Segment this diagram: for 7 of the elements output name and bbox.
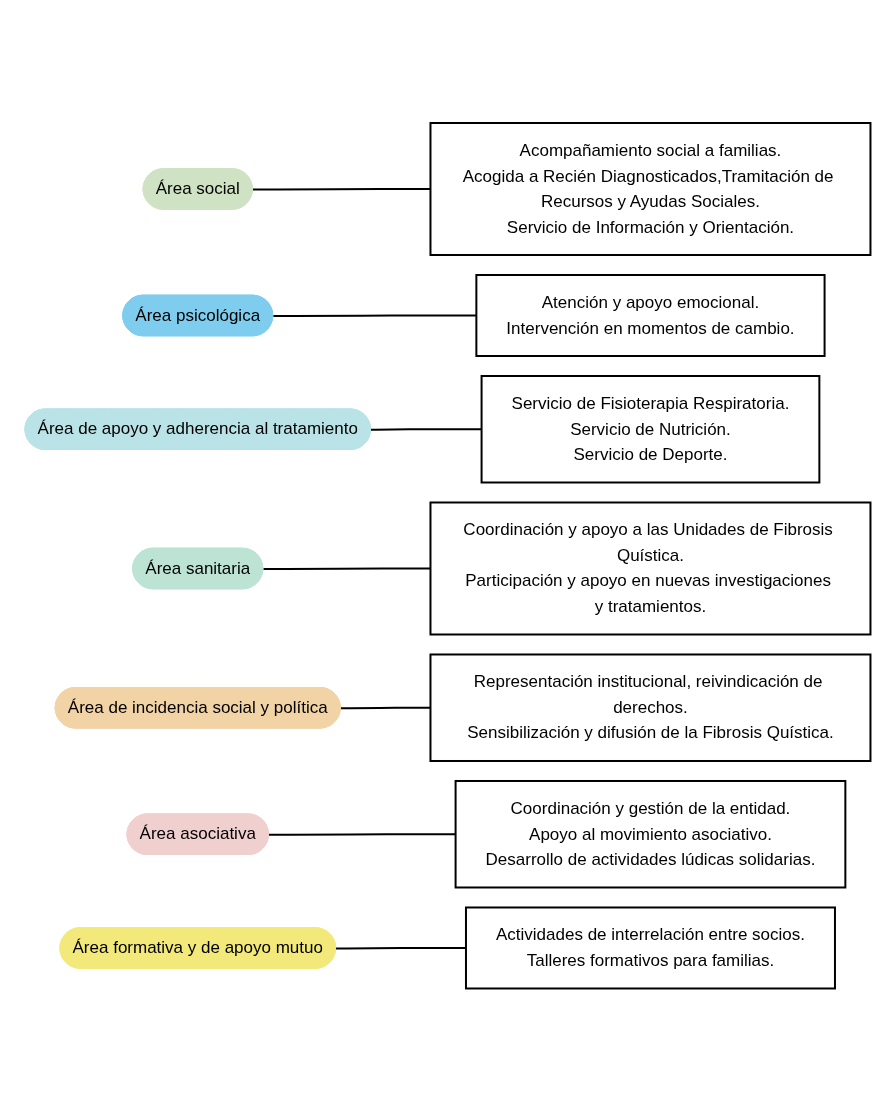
node-box: Acompañamiento social a familias. Acogida a Recién Diagnosticados,Tramitación de Recursos y Ayudas Sociales. Servicio de Información y Orientación. — [429, 122, 872, 257]
node-box: Servicio de Fisioterapia Respiratoria. Servicio de Nutrición. Servicio de Deporte. — [480, 375, 821, 484]
node-box: Actividades de interrelación entre socios. Talleres formativos para familias. — [465, 906, 837, 990]
node-box: Representación institucional, reivindicación de derechos. Sensibilización y difusión de la Fibrosis Quística. — [429, 653, 872, 763]
node-box: Coordinación y gestión de la entidad. Apoyo al movimiento asociativo. Desarrollo de actividades lúdicas solidarias. — [454, 780, 847, 889]
node-box: Coordinación y apoyo a las Unidades de Fibrosis Quística. Participación y apoyo en nuevas investigaciones y tratamientos. — [429, 501, 872, 636]
node-box: Atención y apoyo emocional. Intervención en momentos de cambio. — [475, 274, 826, 358]
